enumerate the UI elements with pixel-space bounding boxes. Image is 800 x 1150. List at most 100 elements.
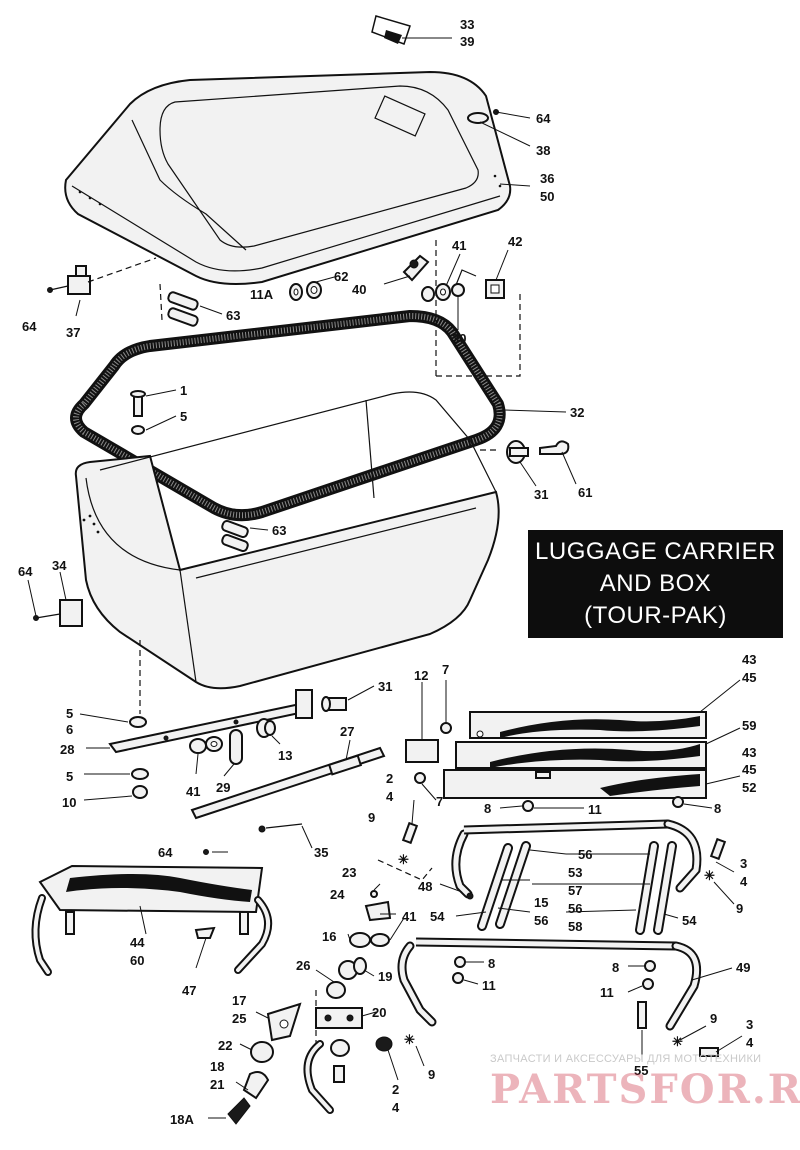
callout-7: 7 — [436, 794, 443, 809]
callout-11: 11 — [588, 802, 602, 817]
callout-2: 2 — [392, 1082, 399, 1097]
callout-43: 43 — [742, 745, 756, 760]
callout-20: 20 — [372, 1005, 386, 1020]
callout-29: 29 — [216, 780, 230, 795]
callout-54: 54 — [430, 909, 445, 924]
callout-27: 27 — [340, 724, 354, 739]
callout-55: 55 — [634, 1063, 648, 1078]
latch-part-40 — [402, 254, 430, 282]
lock-part-31 — [506, 440, 529, 464]
callout-48: 48 — [418, 879, 432, 894]
callout-4: 4 — [386, 789, 394, 804]
diagram-title-box: LUGGAGE CARRIER AND BOX (TOUR-PAK) — [528, 530, 783, 638]
callout-6: 6 — [66, 722, 73, 737]
callout-31: 31 — [378, 679, 392, 694]
callout-44: 44 — [130, 935, 145, 950]
spacer-tubes-part-53-56-57 — [477, 841, 677, 935]
callout-18: 18 — [210, 1059, 224, 1074]
callout-4: 4 — [740, 874, 748, 889]
bracket-part-17-25 — [266, 1002, 302, 1042]
callout-21: 21 — [210, 1077, 224, 1092]
callout-60: 60 — [130, 953, 144, 968]
callout-4: 4 — [392, 1100, 400, 1115]
title-line-2: AND BOX — [599, 570, 712, 597]
gasket-part-32 — [70, 310, 506, 522]
callout-8: 8 — [484, 801, 491, 816]
callout-33: 33 — [460, 17, 474, 32]
title-line-3: (TOUR-PAK) — [584, 602, 727, 629]
callout-1: 1 — [180, 383, 187, 398]
callout-5: 5 — [66, 769, 73, 784]
nut-part-7 — [414, 722, 452, 784]
rail-part-27 — [190, 746, 386, 820]
callout-11A: 11A — [250, 287, 274, 302]
callout-30: 30 — [452, 331, 466, 346]
callout-7: 7 — [442, 662, 449, 677]
plate-part-24 — [364, 890, 392, 922]
leader-lines — [27, 37, 743, 1119]
watermark-logo: PARTSFOR.RU — [490, 1066, 800, 1113]
callout-19: 19 — [378, 969, 392, 984]
callout-10: 10 — [62, 795, 76, 810]
tour-pak-box — [74, 391, 500, 690]
callout-2: 2 — [386, 771, 393, 786]
washer-part-5-6 — [129, 716, 149, 799]
callout-25: 25 — [232, 1011, 246, 1026]
block-part-12 — [405, 739, 439, 763]
alignment-lines — [87, 240, 521, 1052]
callout-64: 64 — [158, 845, 173, 860]
callout-59: 59 — [742, 718, 756, 733]
plate-part-20 — [315, 1007, 363, 1029]
svg-text:✳: ✳ — [398, 852, 409, 867]
callout-45: 45 — [742, 762, 756, 777]
callout-38: 38 — [536, 143, 550, 158]
callout-31: 31 — [534, 487, 548, 502]
callout-41: 41 — [186, 784, 200, 799]
callout-9: 9 — [736, 901, 743, 916]
spring-part-30 — [451, 269, 477, 297]
callout-23: 23 — [342, 865, 356, 880]
callout-36: 36 — [540, 171, 554, 186]
rack-frame-part-49 — [397, 937, 702, 1031]
screw-part-35 — [258, 823, 303, 833]
callout-49: 49 — [736, 960, 750, 975]
callout-32: 32 — [570, 405, 584, 420]
callout-9: 9 — [368, 810, 375, 825]
key-part-61 — [539, 440, 570, 455]
rack-frame-part-48 — [451, 819, 702, 900]
hinge-part-37 — [47, 265, 91, 295]
callout-54: 54 — [682, 913, 697, 928]
bracket-part-26 — [326, 981, 346, 999]
callout-41: 41 — [452, 238, 466, 253]
callout-39: 39 — [460, 34, 474, 49]
callout-58: 58 — [568, 919, 582, 934]
latch-part-16 — [349, 932, 390, 948]
clip-part-47 — [194, 926, 216, 939]
nut-part-62 — [306, 281, 322, 299]
callout-22: 22 — [218, 1038, 232, 1053]
callout-43: 43 — [742, 652, 756, 667]
catch-part-42 — [485, 279, 505, 299]
callout-8: 8 — [714, 801, 721, 816]
callout-52: 52 — [742, 780, 756, 795]
knob-part-18-21 — [242, 1071, 270, 1100]
side-rail-part-43-45-52 — [443, 769, 707, 799]
callout-56: 56 — [578, 847, 592, 862]
callout-9: 9 — [710, 1011, 717, 1026]
bolt-part-1 — [130, 390, 146, 435]
callout-9: 9 — [428, 1067, 435, 1082]
callout-labels: 33 39 64 38 36 50 41 42 11A 62 40 64 37 … — [18, 17, 756, 1127]
callout-34: 34 — [52, 558, 67, 573]
callout-3: 3 — [746, 1017, 753, 1032]
callout-5: 5 — [180, 409, 187, 424]
svg-text:✳: ✳ — [704, 868, 715, 883]
bracket-part-28 — [108, 689, 313, 754]
spring-part-19 — [338, 957, 367, 980]
side-rail-part-43-45 — [469, 711, 707, 739]
key-part-18A — [227, 1097, 251, 1125]
callout-56: 56 — [534, 913, 548, 928]
nuts-part-8-11 — [452, 796, 684, 990]
bolts-part-2-3-4-9: ✳ ✳ ✳ ✳ — [398, 821, 727, 1057]
callout-47: 47 — [182, 983, 196, 998]
